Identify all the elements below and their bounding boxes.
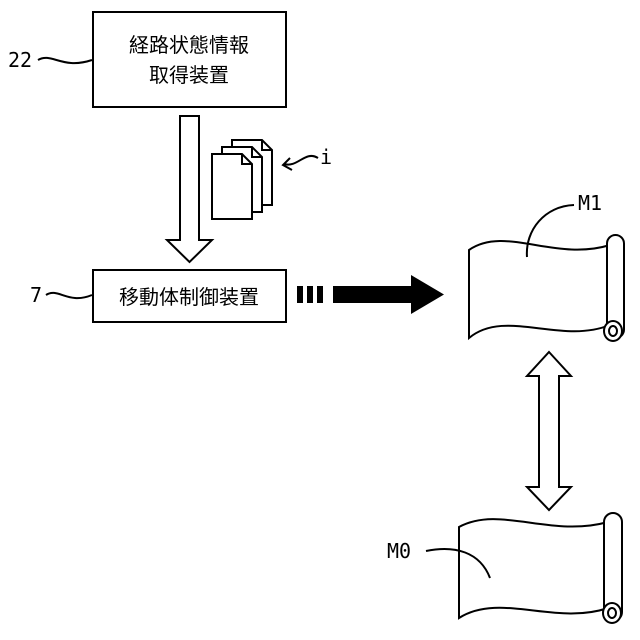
info-ref-label: i: [320, 145, 332, 169]
map-scroll-m0: [459, 513, 622, 623]
control-device-leader-line: [46, 293, 92, 298]
control-device-label: 移動体制御装置: [119, 285, 259, 309]
map-scroll-m1: [469, 235, 624, 341]
document-stack-icon: [212, 140, 272, 219]
control-device-ref-number: 7: [30, 283, 42, 307]
route-device-label-line2: 取得装置: [149, 63, 229, 87]
map-m1-label: M1: [578, 191, 602, 215]
route-state-acquisition-device: 経路状態情報 取得装置: [93, 12, 286, 107]
route-device-ref-number: 22: [8, 48, 32, 72]
hollow-down-arrow: [167, 116, 212, 262]
map-m0-label: M0: [387, 539, 411, 563]
route-device-leader-line: [38, 58, 92, 63]
route-device-label-line1: 経路状態情報: [129, 33, 249, 57]
mobile-body-control-device: 移動体制御装置: [93, 270, 286, 322]
double-headed-arrow: [527, 352, 571, 510]
output-arrow: [297, 275, 444, 314]
